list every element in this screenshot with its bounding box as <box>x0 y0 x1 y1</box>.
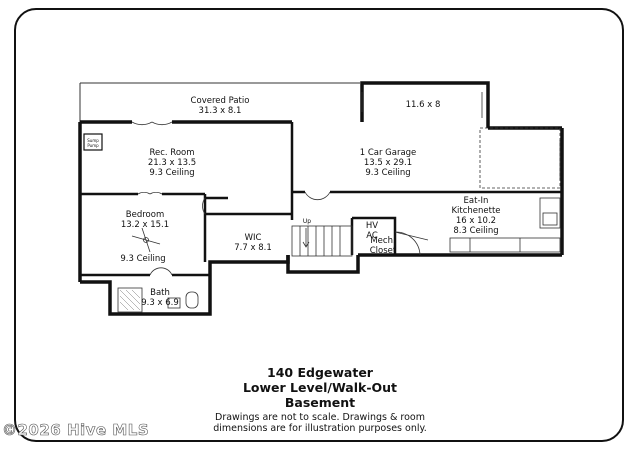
room-mech-closet: Mech. Closet <box>370 236 397 256</box>
stairs-up-label: Up <box>302 218 312 225</box>
room-dims: 21.3 x 13.5 <box>147 158 197 168</box>
room-ceiling: 8.3 Ceiling <box>453 226 499 236</box>
room-garage: 1 Car Garage 13.5 x 29.1 9.3 Ceiling <box>360 148 417 178</box>
caption-level: Lower Level/Walk-Out <box>242 380 398 395</box>
room-dims: 31.3 x 8.1 <box>198 106 242 116</box>
caption-disclaimer-1: Drawings are not to scale. Drawings & ro… <box>215 412 425 423</box>
room-bath: Bath 9.3 x 6.9 <box>141 288 178 308</box>
room-dims: 7.7 x 8.1 <box>234 243 272 253</box>
room-name-1: Eat-In <box>463 196 489 206</box>
room-name: Covered Patio <box>190 96 250 106</box>
room-ceiling: 9.3 Ceiling <box>149 168 195 178</box>
stairs-label: Up <box>302 218 312 225</box>
bedroom-ceiling: 9.3 Ceiling <box>120 254 165 264</box>
room-rec-room: Rec. Room 21.3 x 13.5 9.3 Ceiling <box>148 148 196 178</box>
room-dims: 13.2 x 15.1 <box>120 220 170 230</box>
room-covered-patio: Covered Patio 31.3 x 8.1 <box>191 96 250 116</box>
hvac-line1: HV <box>365 221 379 231</box>
door-swings <box>131 121 429 276</box>
bath-sink <box>167 297 181 309</box>
hvac-line2: AC <box>366 231 378 241</box>
room-kitchenette: Eat-In Kitchenette 16 x 10.2 8.3 Ceiling <box>451 196 500 236</box>
room-dims: 16 x 10.2 <box>455 216 497 226</box>
sump-line2: Pump <box>87 143 99 148</box>
room-name: Rec. Room <box>149 148 195 158</box>
toilet <box>185 291 199 309</box>
ceiling-fan-icon <box>131 227 161 253</box>
drawing-frame <box>14 8 624 442</box>
sump-pump-label: Sump Pump <box>87 138 99 148</box>
room-name: Bath <box>150 288 170 298</box>
room-dims: 9.3 x 6.9 <box>141 298 179 308</box>
room-name: 1 Car Garage <box>359 148 417 158</box>
room-ceiling: 9.3 Ceiling <box>365 168 411 178</box>
room-bedroom: Bedroom 13.2 x 15.1 <box>121 210 169 230</box>
room-hvac: HV AC <box>366 221 378 241</box>
sump-pump-box <box>83 133 103 151</box>
stairs <box>291 225 353 257</box>
room-garage-upper: 11.6 x 8 <box>406 100 441 110</box>
room-dims: 13.5 x 29.1 <box>363 158 413 168</box>
plan-caption: 140 Edgewater Lower Level/Walk-Out Basem… <box>0 365 640 434</box>
room-dims: 11.6 x 8 <box>405 100 441 110</box>
mech-line2: Closet <box>369 246 397 256</box>
garage-details <box>361 92 561 189</box>
room-name-2: Kitchenette <box>451 206 501 216</box>
interior-walls <box>80 122 562 277</box>
bath-shower <box>117 287 143 313</box>
room-ceiling: 9.3 Ceiling <box>120 254 166 264</box>
caption-disclaimer-2: dimensions are for illustration purposes… <box>213 423 427 434</box>
kitchen-cabinets <box>449 197 561 253</box>
room-name: WIC <box>244 233 262 243</box>
copyright-watermark: ©2026 Hive MLS <box>2 421 150 440</box>
mech-line1: Mech. <box>370 236 396 246</box>
sump-line1: Sump <box>87 138 99 143</box>
room-name: Bedroom <box>125 210 165 220</box>
caption-area: Basement <box>284 395 356 410</box>
caption-address: 140 Edgewater <box>267 365 373 380</box>
room-wic: WIC 7.7 x 8.1 <box>234 233 271 253</box>
